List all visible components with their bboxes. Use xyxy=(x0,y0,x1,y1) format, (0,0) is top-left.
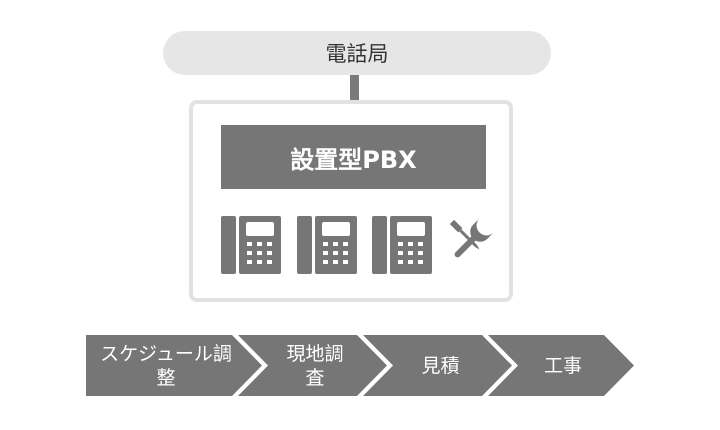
telephone-office-label: 電話局 xyxy=(325,42,389,66)
phone-icon xyxy=(297,216,357,274)
step-estimate-label: 見積 xyxy=(421,354,460,377)
step-chevron xyxy=(363,335,512,396)
step-chevron xyxy=(238,335,387,396)
step-schedule-label: スケジュール調整 xyxy=(100,342,232,389)
pbx-label: 設置型PBX xyxy=(290,145,417,174)
step-chevron xyxy=(86,335,262,396)
step-construction-label: 工事 xyxy=(543,354,582,377)
telephone-office-node: 電話局 xyxy=(163,31,551,75)
pbx-node: 設置型PBX xyxy=(221,125,486,189)
step-site-survey-label: 現地調査 xyxy=(286,342,344,389)
phone-icon xyxy=(372,216,432,274)
step-chevron xyxy=(488,335,634,396)
phone-icon xyxy=(221,216,281,274)
wrench-screwdriver-icon xyxy=(450,217,495,258)
